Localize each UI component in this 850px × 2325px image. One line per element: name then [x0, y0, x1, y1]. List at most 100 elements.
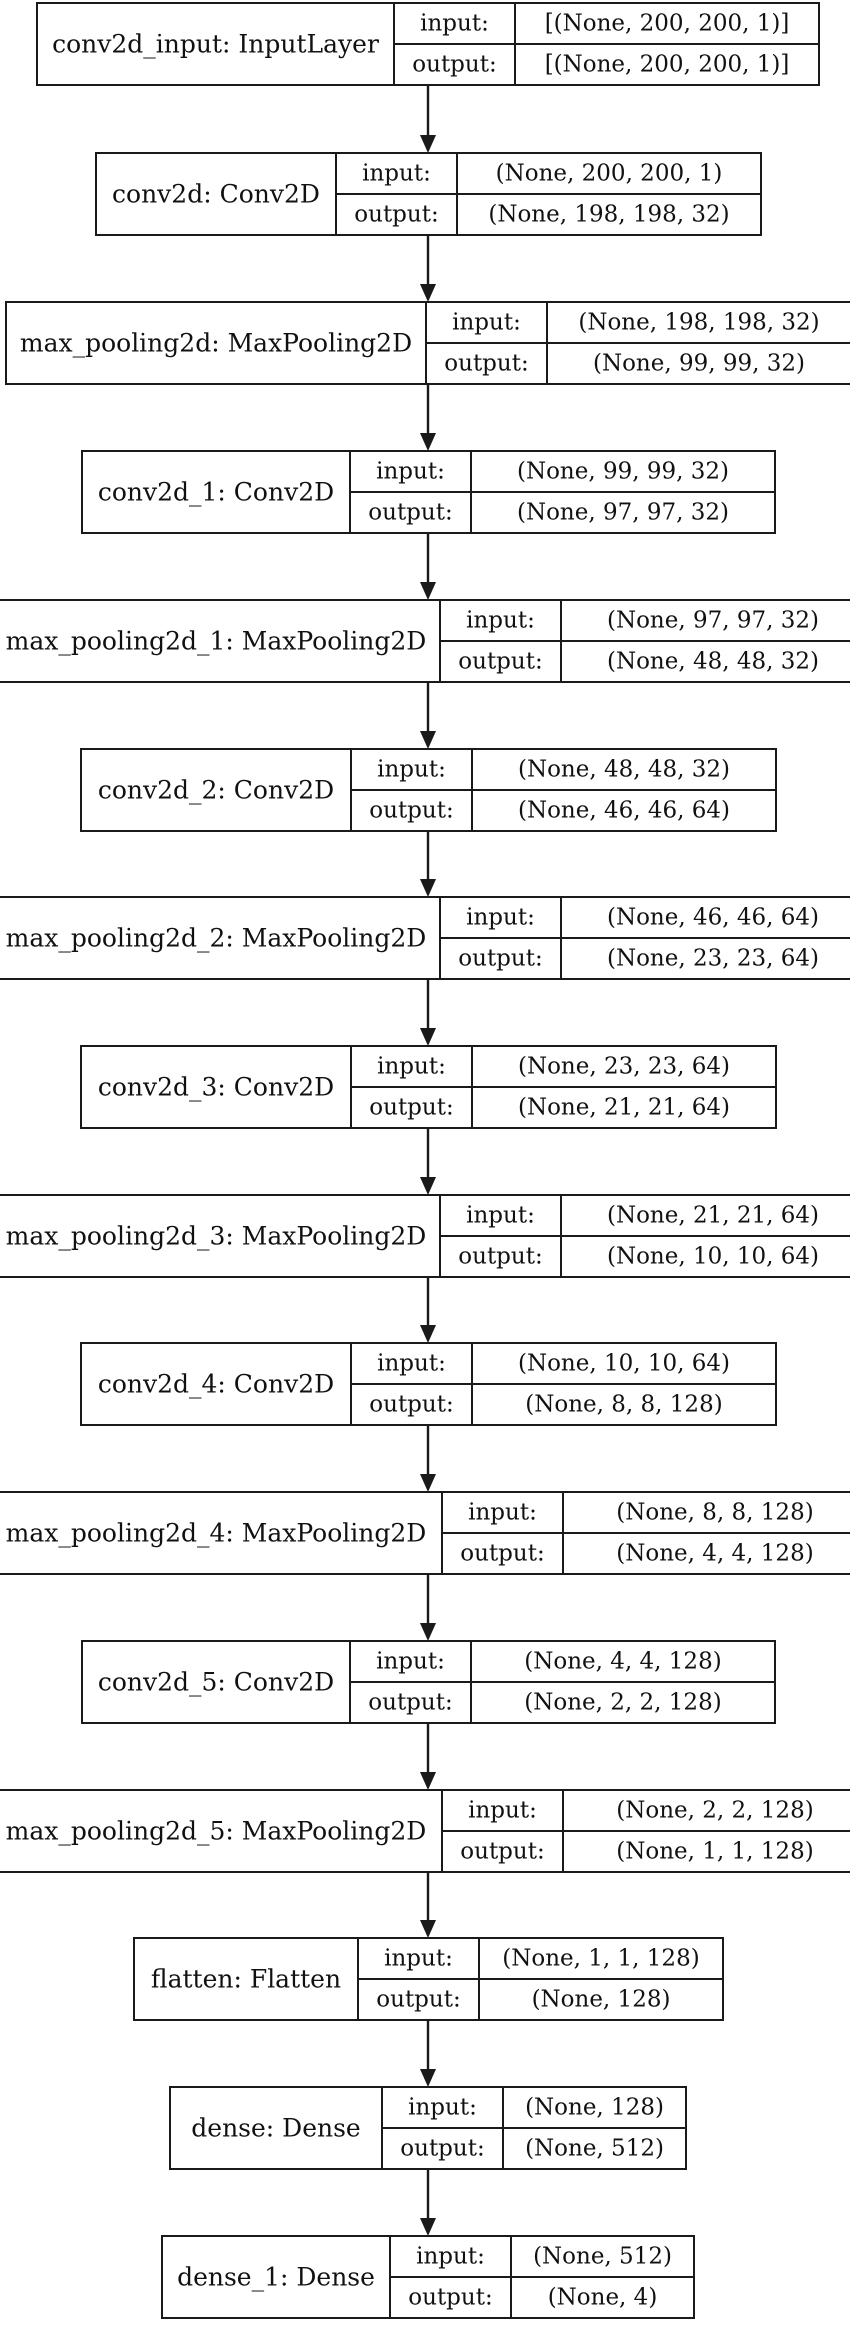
output-label: output: [460, 1839, 544, 1865]
layer-node: conv2d_2: Conv2D input: output: (None, 48, … [80, 748, 777, 832]
input-label: input: [384, 1946, 453, 1972]
output-shape: [(None, 200, 200, 1)] [545, 52, 790, 78]
output-shape: (None, 21, 21, 64) [518, 1095, 730, 1121]
edge-arrow [420, 2169, 436, 2236]
output-shape: (None, 128) [532, 1987, 671, 2013]
input-label: input: [362, 161, 431, 187]
layer-name: conv2d: Conv2D [112, 180, 320, 209]
output-label: output: [408, 2285, 492, 2311]
arrowhead [420, 1474, 436, 1492]
input-label: input: [408, 2095, 477, 2121]
layer-name: max_pooling2d_5: MaxPooling2D [6, 1817, 427, 1846]
arrowhead [420, 1920, 436, 1938]
output-label: output: [368, 1690, 452, 1716]
arrowhead [420, 1325, 436, 1343]
layer-node: max_pooling2d_3: MaxPooling2Dinput:outpu… [0, 1194, 850, 1278]
layer-node: max_pooling2d_5: MaxPooling2D input: outpu… [0, 1789, 850, 1873]
input-label: input: [466, 608, 535, 634]
output-shape: (None, 48, 48, 32) [607, 649, 819, 675]
layer-name: flatten: Flatten [151, 1965, 341, 1994]
input-shape: (None, 200, 200, 1) [496, 161, 723, 187]
input-shape: (None, 23, 23, 64) [518, 1054, 730, 1080]
layer-name: dense_1: Dense [177, 2263, 375, 2292]
output-shape: (None, 2, 2, 128) [524, 1690, 721, 1716]
arrowhead [420, 433, 436, 451]
arrowhead [420, 1028, 436, 1046]
arrowhead [420, 2218, 436, 2236]
input-label: input: [376, 459, 445, 485]
output-label: output: [444, 351, 528, 377]
output-label: output: [458, 1244, 542, 1270]
arrowhead [420, 1177, 436, 1195]
output-label: output: [412, 52, 496, 78]
input-label: input: [468, 1500, 537, 1526]
input-label: input: [452, 310, 521, 336]
input-shape: (None, 48, 48, 32) [518, 757, 730, 783]
layer-node: flatten: Flatten input: output: (None, 1, 1… [133, 1937, 724, 2021]
output-label: output: [369, 798, 453, 824]
layer-name: conv2d_5: Conv2D [98, 1668, 334, 1697]
input-label: input: [377, 1054, 446, 1080]
edge-arrow [420, 1872, 436, 1938]
output-label: output: [369, 1392, 453, 1418]
arrowhead [420, 1623, 436, 1641]
output-shape: (None, 4) [548, 2285, 658, 2311]
edge-arrow [420, 2020, 436, 2087]
edge-arrow [420, 682, 436, 749]
output-label: output: [376, 1987, 460, 2013]
input-label: input: [416, 2244, 485, 2270]
edge-arrow [420, 384, 436, 451]
input-label: input: [377, 1351, 446, 1377]
layer-node: max_pooling2d_4: MaxPooling2D input: outpu… [0, 1491, 850, 1575]
input-shape: (None, 1, 1, 128) [502, 1946, 699, 1972]
output-label: output: [460, 1541, 544, 1567]
output-shape: (None, 10, 10, 64) [607, 1244, 819, 1270]
input-label: input: [468, 1798, 537, 1824]
edge-arrow [420, 85, 436, 153]
arrowhead [420, 1772, 436, 1790]
arrowhead [420, 582, 436, 600]
layer-node: dense_1: Dense input: output: (None, 512) (N… [161, 2235, 695, 2319]
layer-name: max_pooling2d_2: MaxPooling2D [6, 924, 427, 953]
output-label: output: [458, 946, 542, 972]
layer-name: max_pooling2d: MaxPooling2D [20, 329, 412, 358]
output-shape: (None, 23, 23, 64) [607, 946, 819, 972]
input-shape: (None, 512) [533, 2244, 672, 2270]
input-label: input: [466, 1203, 535, 1229]
edge-arrow [420, 235, 436, 302]
input-shape: (None, 97, 97, 32) [607, 608, 819, 634]
output-shape: (None, 8, 8, 128) [525, 1392, 722, 1418]
layer-node: conv2d_input: InputLayer input: output: [(N… [36, 2, 820, 86]
layer-name: dense: Dense [191, 2114, 360, 2143]
input-shape: (None, 46, 46, 64) [607, 905, 819, 931]
input-shape: (None, 2, 2, 128) [616, 1798, 813, 1824]
input-label: input: [420, 11, 489, 37]
edge-arrow [420, 1574, 436, 1641]
output-shape: (None, 99, 99, 32) [593, 351, 805, 377]
input-label: input: [376, 1649, 445, 1675]
arrowhead [420, 135, 436, 153]
edge-arrow [420, 1277, 436, 1343]
layer-name: max_pooling2d_4: MaxPooling2D [6, 1519, 427, 1548]
edge-arrow [420, 1128, 436, 1195]
output-label: output: [458, 649, 542, 675]
input-shape: (None, 21, 21, 64) [607, 1203, 819, 1229]
input-label: input: [466, 905, 535, 931]
layer-name: conv2d_2: Conv2D [98, 776, 334, 805]
input-shape: [(None, 200, 200, 1)] [545, 11, 790, 37]
edge-arrow [420, 533, 436, 600]
input-label: input: [377, 757, 446, 783]
edge-arrow [420, 1723, 436, 1790]
layer-name: conv2d_4: Conv2D [98, 1370, 334, 1399]
layer-name: conv2d_input: InputLayer [52, 30, 379, 59]
output-shape: (None, 1, 1, 128) [616, 1839, 813, 1865]
output-label: output: [368, 500, 452, 526]
